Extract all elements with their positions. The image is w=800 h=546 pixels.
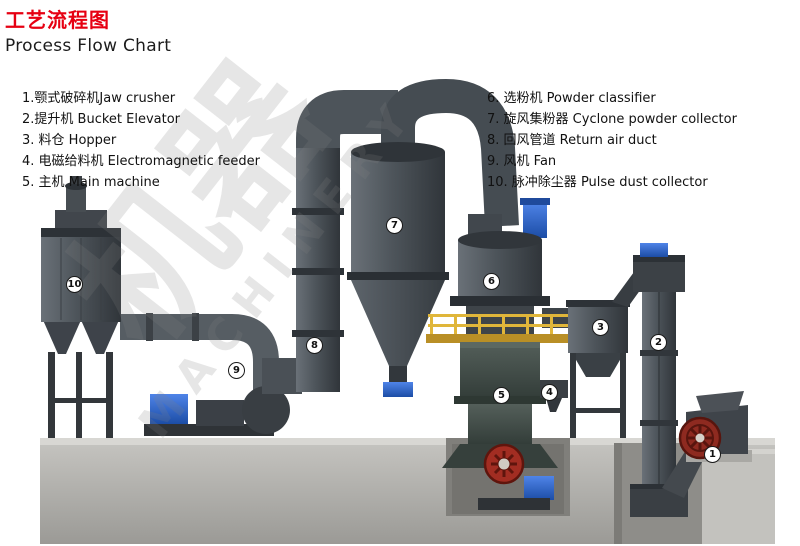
legend-item-return-air-duct: 8. 回风管道 Return air duct	[487, 133, 657, 148]
legend-item-jaw-crusher: 1.颚式破碎机Jaw crusher	[22, 91, 176, 106]
page-title-chinese: 工艺流程图	[5, 8, 110, 32]
legend-item-electromagnetic-feeder: 4. 电磁给料机 Electromagnetic feeder	[22, 154, 261, 169]
marker-main-machine: 5	[493, 387, 510, 404]
marker-fan: 9	[228, 362, 245, 379]
legend-item-pulse-dust-collector: 10. 脉冲除尘器 Pulse dust collector	[487, 175, 708, 190]
page-title-english: Process Flow Chart	[5, 36, 172, 56]
jaw-crusher	[662, 391, 752, 498]
legend-item-fan: 9. 风机 Fan	[487, 154, 557, 169]
legend-item-main-machine: 5. 主机 Main machine	[22, 175, 160, 190]
main-machine-classifier	[426, 198, 576, 516]
bucket-elevator	[612, 243, 688, 517]
legend-item-bucket-elevator: 2.提升机 Bucket Elevator	[22, 112, 181, 127]
marker-feeder: 4	[541, 384, 558, 401]
marker-return-air-duct: 8	[306, 337, 323, 354]
cyclone-outlet-duct	[381, 78, 519, 227]
marker-cyclone: 7	[386, 217, 403, 234]
return-air-duct	[292, 90, 398, 392]
marker-powder-classifier: 6	[483, 273, 500, 290]
marker-hopper: 3	[592, 319, 609, 336]
pulse-dust-collector	[41, 176, 121, 438]
legend-item-hopper: 3. 料仓 Hopper	[22, 133, 117, 148]
page-title-block: 工艺流程图 Process Flow Chart	[5, 4, 171, 56]
cyclone-powder-collector	[347, 142, 449, 397]
collector-outlet-pipe	[120, 313, 279, 408]
hopper	[566, 300, 630, 438]
legend-left-column: 1.颚式破碎机Jaw crusher 2.提升机 Bucket Elevator…	[22, 88, 260, 193]
fan-assembly	[144, 358, 302, 436]
legend-item-cyclone-collector: 7. 旋风集粉器 Cyclone powder collector	[487, 112, 737, 127]
legend-item-powder-classifier: 6. 选粉机 Powder classifier	[487, 91, 656, 106]
marker-jaw-crusher: 1	[704, 446, 721, 463]
legend-right-column: 6. 选粉机 Powder classifier 7. 旋风集粉器 Cyclon…	[487, 88, 737, 193]
marker-bucket-elevator: 2	[650, 334, 667, 351]
marker-pulse-dust-collector: 10	[66, 276, 83, 293]
